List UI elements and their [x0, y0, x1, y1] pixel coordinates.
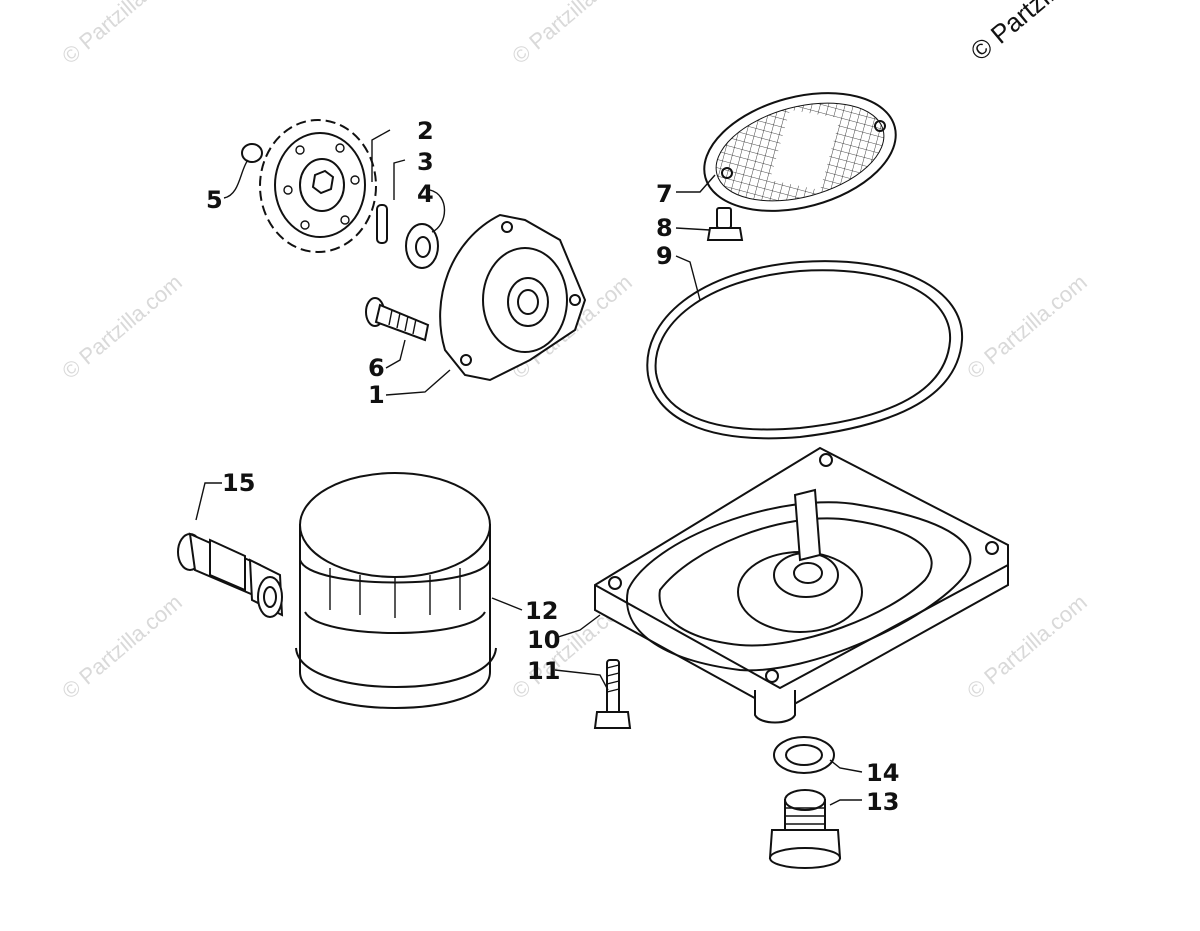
callout-6: 6: [368, 354, 385, 382]
sprocket-part: [259, 119, 377, 253]
oil-pan-part: [594, 446, 1009, 724]
corner-watermark-text: © Partzil: [965, 0, 1060, 67]
callout-2: 2: [417, 117, 434, 145]
callout-12: 12: [525, 597, 558, 625]
oil-filter-part: [295, 472, 497, 709]
watermark-text: © Partzilla.com: [962, 589, 1092, 703]
dowel-pin-part: [376, 204, 388, 244]
washer-part: [405, 223, 439, 269]
leader-lines: [195, 129, 863, 806]
callout-4: 4: [417, 180, 434, 208]
callout-8: 8: [656, 214, 673, 242]
callout-5: 5: [206, 186, 223, 214]
watermark-text: © Partzilla.com: [57, 0, 187, 69]
drain-plug-part: [768, 789, 842, 869]
callout-11: 11: [527, 657, 560, 685]
oil-pressure-switch-part: [177, 532, 284, 618]
gasket-part: [646, 260, 964, 440]
pan-bolt-part: [593, 659, 632, 729]
drain-washer-part: [773, 736, 835, 774]
pump-bolt-part: [365, 297, 430, 342]
watermark-text: © Partzilla.com: [962, 269, 1092, 383]
clip-ring-part: [241, 143, 263, 163]
callout-10: 10: [527, 626, 560, 654]
callout-13: 13: [866, 788, 899, 816]
callout-15: 15: [222, 469, 255, 497]
watermark-text: © Partzilla.com: [507, 0, 637, 69]
watermark-text: © Partzilla.com: [57, 269, 187, 383]
callout-14: 14: [866, 759, 899, 787]
callout-labels: 1 2 3 4 5 6 7 8 9 10 11 12 13 14 15: [206, 117, 899, 816]
callout-7: 7: [656, 180, 673, 208]
watermark-text: © Partzilla.com: [57, 589, 187, 703]
oil-pump-housing-part: [439, 213, 587, 382]
screen-bolt-part: [706, 207, 744, 241]
callout-3: 3: [417, 148, 434, 176]
callout-1: 1: [368, 381, 385, 409]
oil-screen-part: [703, 92, 897, 212]
callout-9: 9: [656, 242, 673, 270]
